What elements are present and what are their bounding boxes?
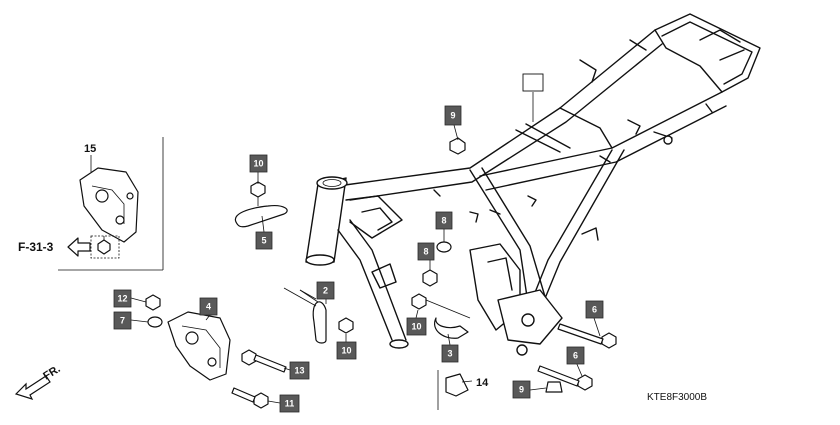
callout-10-right: 10: [336, 341, 357, 360]
callout-6-bottom: 6: [566, 346, 585, 365]
svg-text:8: 8: [423, 247, 428, 257]
inset-panel: 15 F-31-3: [18, 137, 164, 271]
callout-11: 11: [279, 394, 300, 413]
diagram-code: KTE8F3000B: [647, 392, 707, 403]
callout-5: 5: [255, 231, 273, 250]
callout-7: 7: [113, 311, 132, 330]
svg-text:9: 9: [519, 385, 524, 395]
callout-9-top: 9: [444, 105, 462, 126]
main-frame: [305, 13, 761, 356]
reference-arrow-icon: [67, 237, 91, 257]
callout-13: 13: [289, 361, 310, 380]
svg-text:10: 10: [253, 159, 263, 169]
svg-text:3: 3: [447, 349, 452, 359]
svg-text:11: 11: [285, 399, 295, 409]
hidden-bolt-outline: [90, 235, 120, 259]
callout-2: 2: [316, 281, 335, 300]
svg-text:13: 13: [294, 366, 304, 376]
svg-text:10: 10: [341, 346, 351, 356]
callout-3: 3: [441, 344, 459, 363]
svg-text:8: 8: [441, 216, 446, 226]
svg-text:7: 7: [120, 316, 125, 326]
callout-4: 4: [199, 297, 218, 316]
small-bolt: [97, 236, 111, 255]
part-14-label: 14: [476, 377, 489, 389]
svg-text:6: 6: [573, 351, 578, 361]
blank-callout-box: [522, 73, 544, 92]
reference-label: F-31-3: [18, 240, 54, 254]
callout-6-top: 6: [585, 300, 604, 319]
front-direction-indicator: FR.: [14, 363, 63, 400]
leader-lines: [130, 92, 601, 404]
svg-text:10: 10: [411, 322, 421, 332]
svg-text:5: 5: [261, 236, 266, 246]
bracket-15-shape: [79, 167, 139, 243]
inset-part-number: 15: [84, 143, 96, 155]
svg-text:12: 12: [117, 294, 127, 304]
part-drawings: [145, 137, 617, 410]
svg-text:4: 4: [206, 302, 211, 312]
svg-text:6: 6: [592, 305, 597, 315]
front-arrow-icon: [14, 375, 51, 400]
callout-8-b: 8: [417, 242, 435, 261]
svg-text:2: 2: [323, 286, 328, 296]
callout-12: 12: [113, 289, 132, 308]
callout-10-mid: 10: [406, 317, 427, 336]
callout-10-top: 10: [249, 154, 268, 173]
svg-text:9: 9: [450, 111, 455, 121]
callout-9-bottom: 9: [512, 380, 531, 399]
callout-8-a: 8: [435, 211, 453, 230]
